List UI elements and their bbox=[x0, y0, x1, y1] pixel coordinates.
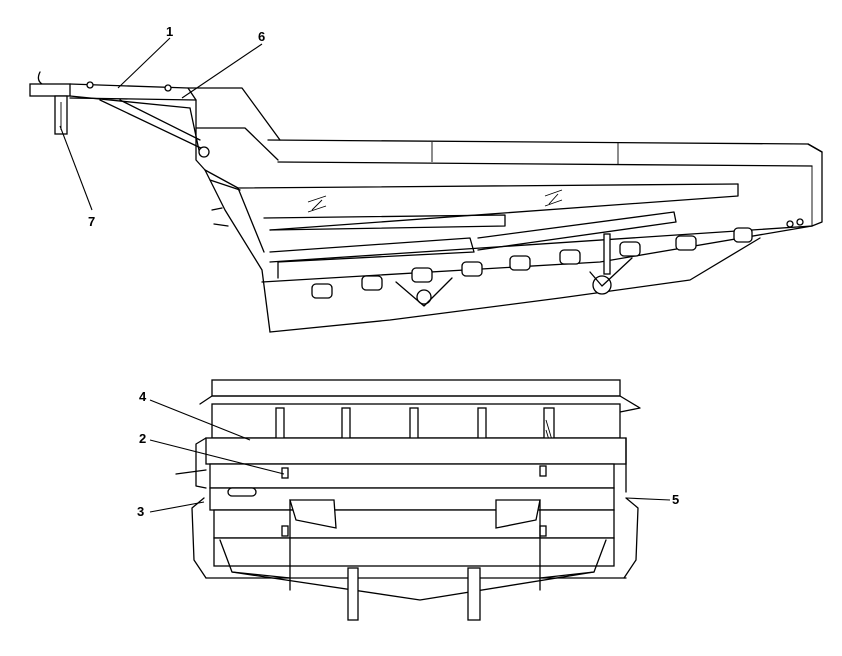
hitch-tongue bbox=[29, 71, 210, 158]
callout-5: 5 bbox=[625, 492, 679, 507]
rear-view bbox=[175, 379, 641, 621]
callout-label-2: 2 bbox=[139, 431, 146, 446]
callout-7: 7 bbox=[59, 125, 95, 229]
conveyor-rollers bbox=[311, 218, 804, 307]
callout-label-1: 1 bbox=[166, 24, 173, 39]
callout-label-4: 4 bbox=[139, 389, 147, 404]
callout-6: 6 bbox=[181, 29, 265, 99]
callout-1: 1 bbox=[117, 24, 173, 89]
callout-2: 2 bbox=[139, 431, 285, 475]
side-view bbox=[29, 71, 823, 333]
callout-label-7: 7 bbox=[88, 214, 95, 229]
callout-4: 4 bbox=[139, 389, 251, 441]
callouts: 1 6 7 4 2 3 5 bbox=[59, 24, 679, 519]
hopper-body bbox=[187, 87, 823, 333]
callout-label-3: 3 bbox=[137, 504, 144, 519]
callout-3: 3 bbox=[137, 501, 205, 519]
callout-label-5: 5 bbox=[672, 492, 679, 507]
callout-label-6: 6 bbox=[258, 29, 265, 44]
